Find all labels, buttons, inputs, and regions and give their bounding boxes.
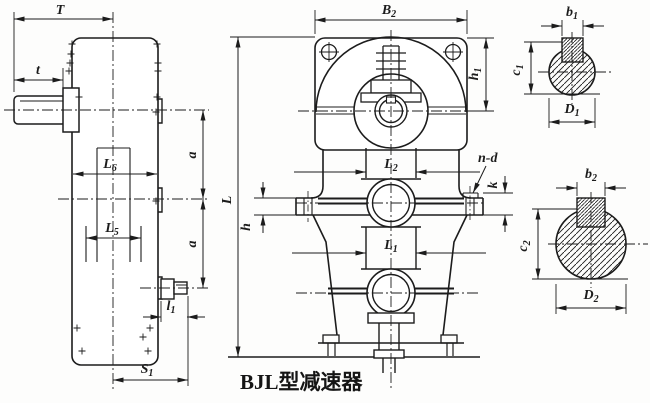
- dim-label-a-lower: a: [185, 241, 200, 248]
- side-housing-outline: [71, 37, 159, 366]
- dim-label-b1: b1: [566, 5, 578, 22]
- drain-pipe: [378, 323, 400, 373]
- front-view-dimensions: [235, 17, 508, 357]
- input-shaft: [13, 95, 67, 125]
- front-view: [228, 10, 513, 390]
- drawing-caption: BJL型减速器: [240, 370, 364, 394]
- dim-label-L5: L5: [104, 221, 119, 238]
- dim-label-T: T: [56, 3, 66, 18]
- dim-label-D2: D2: [582, 288, 598, 305]
- upper-walls: [310, 150, 472, 199]
- shaft1-key: [561, 37, 584, 63]
- dim-label-B2: B2: [381, 3, 396, 20]
- dim-label-c2: c2: [516, 240, 533, 251]
- dim-label-a-upper: a: [185, 152, 200, 159]
- dim-label-h1: h1: [467, 68, 484, 81]
- corner-hole-crosshairs: [319, 42, 463, 62]
- dim-label-S1: S1: [141, 362, 154, 379]
- output-shaft-flange: [160, 278, 175, 300]
- side-inner-bore-lines: [85, 147, 142, 262]
- dim-label-L2: L2: [383, 157, 398, 174]
- dim-label-t: t: [36, 63, 41, 78]
- drain-collar: [373, 349, 405, 359]
- dim-label-L: L: [220, 196, 235, 206]
- side-view: [4, 12, 209, 392]
- right-foot: [440, 334, 458, 344]
- cap-joint-lines: [316, 106, 466, 115]
- dim-label-L1: L1: [383, 238, 398, 255]
- left-foot: [322, 334, 340, 344]
- dim-label-nd: n-d: [478, 151, 498, 166]
- shaft1-centerlines: [538, 32, 612, 104]
- dim-label-D1: D1: [563, 102, 579, 119]
- flange-hole-centerlines: [307, 186, 471, 222]
- bolt-cross-marks: [65, 40, 162, 355]
- middle-rib-lines: [318, 197, 464, 205]
- dim-label-h: h: [239, 223, 254, 231]
- dim-label-b2: b2: [585, 167, 597, 184]
- dim-label-L6: L6: [102, 157, 117, 174]
- dim-label-k: k: [486, 182, 501, 189]
- bottom-rib-lines: [328, 287, 454, 295]
- shaft-section-2: [532, 182, 648, 314]
- front-centerlines: [296, 30, 494, 390]
- flange-hole-pad: [462, 192, 479, 198]
- dim-label-c1: c1: [509, 64, 526, 75]
- dim-label-l1: l1: [167, 299, 176, 316]
- flange-holes: [303, 198, 475, 215]
- shaft2-centerlines: [548, 192, 648, 288]
- side-view-dimensions: [14, 16, 206, 383]
- lower-taper-walls: [312, 214, 468, 336]
- foot-stubs: [327, 343, 454, 356]
- side-centerlines: [4, 12, 209, 392]
- nd-leader-arrow: [472, 165, 487, 194]
- shaft-section-1: [524, 20, 612, 128]
